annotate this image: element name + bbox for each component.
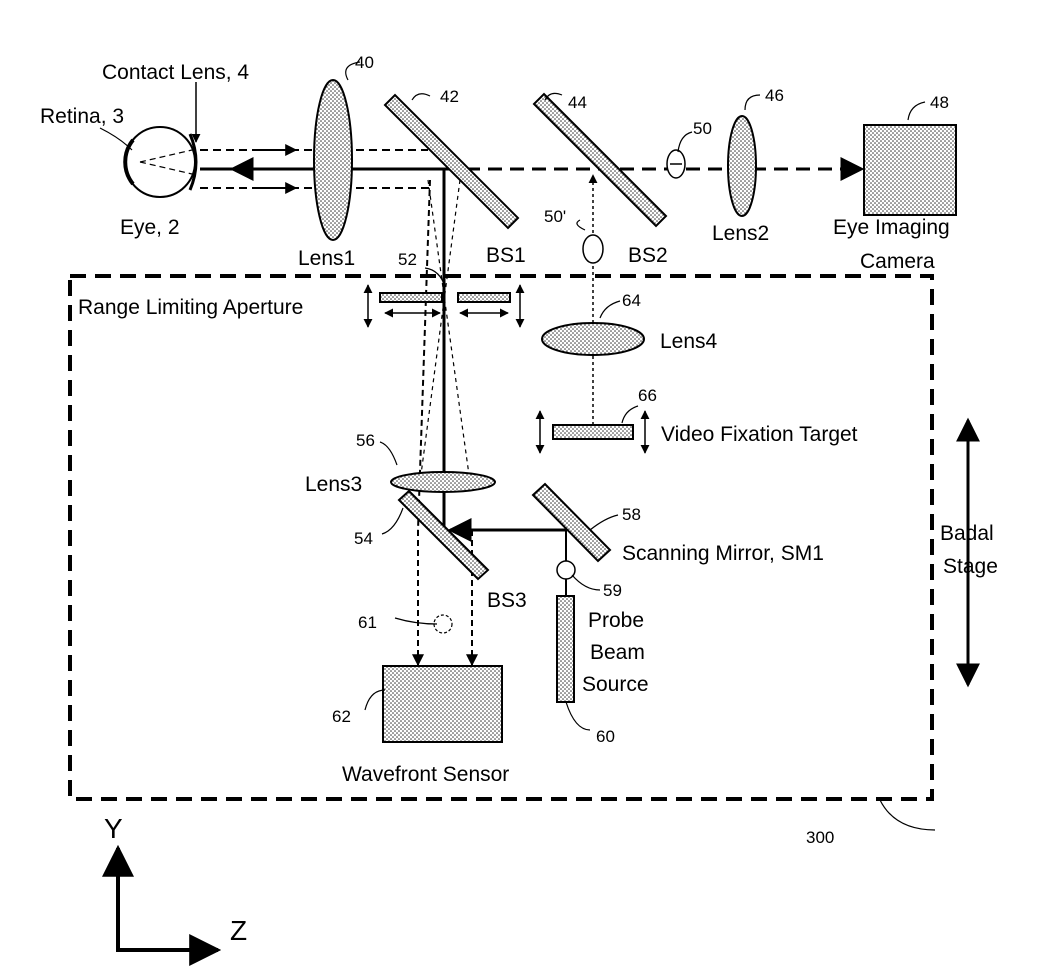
ref-54: 54 <box>354 529 373 548</box>
label-axis-z: Z <box>230 915 247 946</box>
ref-61: 61 <box>358 613 377 632</box>
ref-59: 59 <box>603 581 622 600</box>
ref-50-prime: 50' <box>544 207 566 226</box>
label-bs1: BS1 <box>486 244 526 267</box>
eye-imaging-camera <box>864 125 956 215</box>
probe-beam-source <box>557 596 574 702</box>
label-eye: Eye, 2 <box>120 216 180 239</box>
label-bs2: BS2 <box>628 244 668 267</box>
label-lens4: Lens4 <box>660 330 718 353</box>
ref-40: 40 <box>355 53 374 72</box>
lens4 <box>542 323 644 355</box>
ref-44: 44 <box>568 93 587 112</box>
label-lens3: Lens3 <box>305 473 362 496</box>
ref-42: 42 <box>440 87 459 106</box>
lens1 <box>314 80 352 240</box>
label-contact-lens: Contact Lens, 4 <box>102 61 249 84</box>
beam-splitter-bs1 <box>385 95 518 228</box>
label-badal-line1: Badal <box>940 522 994 545</box>
lens2 <box>728 116 756 216</box>
ref-56: 56 <box>356 431 375 450</box>
label-range-aperture: Range Limiting Aperture <box>78 296 303 319</box>
label-camera-line1: Eye Imaging <box>833 216 950 239</box>
ref-64: 64 <box>622 291 641 310</box>
wavefront-sensor <box>383 666 502 742</box>
beam-cone-left <box>420 180 460 482</box>
ref-52: 52 <box>398 250 417 269</box>
label-axis-y: Y <box>104 813 123 844</box>
ref-46: 46 <box>765 86 784 105</box>
label-lens1: Lens1 <box>298 247 355 270</box>
ref-48: 48 <box>930 93 949 112</box>
label-fixation-target: Video Fixation Target <box>661 423 858 446</box>
lens3 <box>391 472 495 492</box>
label-probe-line1: Probe <box>588 609 644 632</box>
label-badal-line2: Stage <box>943 555 998 578</box>
ref-50: 50 <box>693 119 712 138</box>
label-lens2: Lens2 <box>712 222 769 245</box>
label-scanning-mirror: Scanning Mirror, SM1 <box>622 542 824 565</box>
label-retina: Retina, 3 <box>40 105 124 128</box>
label-bs3: BS3 <box>487 589 527 612</box>
polarization-59-icon <box>557 561 575 579</box>
ref-300: 300 <box>806 828 834 847</box>
ref-62: 62 <box>332 707 351 726</box>
eye <box>125 127 196 197</box>
label-probe-line3: Source <box>582 673 649 696</box>
label-probe-line2: Beam <box>590 641 645 664</box>
ref-66: 66 <box>638 386 657 405</box>
ref-60: 60 <box>596 727 615 746</box>
ref-58: 58 <box>622 505 641 524</box>
scanning-mirror-sm1 <box>533 484 610 561</box>
label-camera-line2: Camera <box>860 250 935 273</box>
label-wavefront-sensor: Wavefront Sensor <box>342 763 509 786</box>
beam-cone-right <box>428 180 470 482</box>
polarization-50p-icon <box>583 235 603 263</box>
